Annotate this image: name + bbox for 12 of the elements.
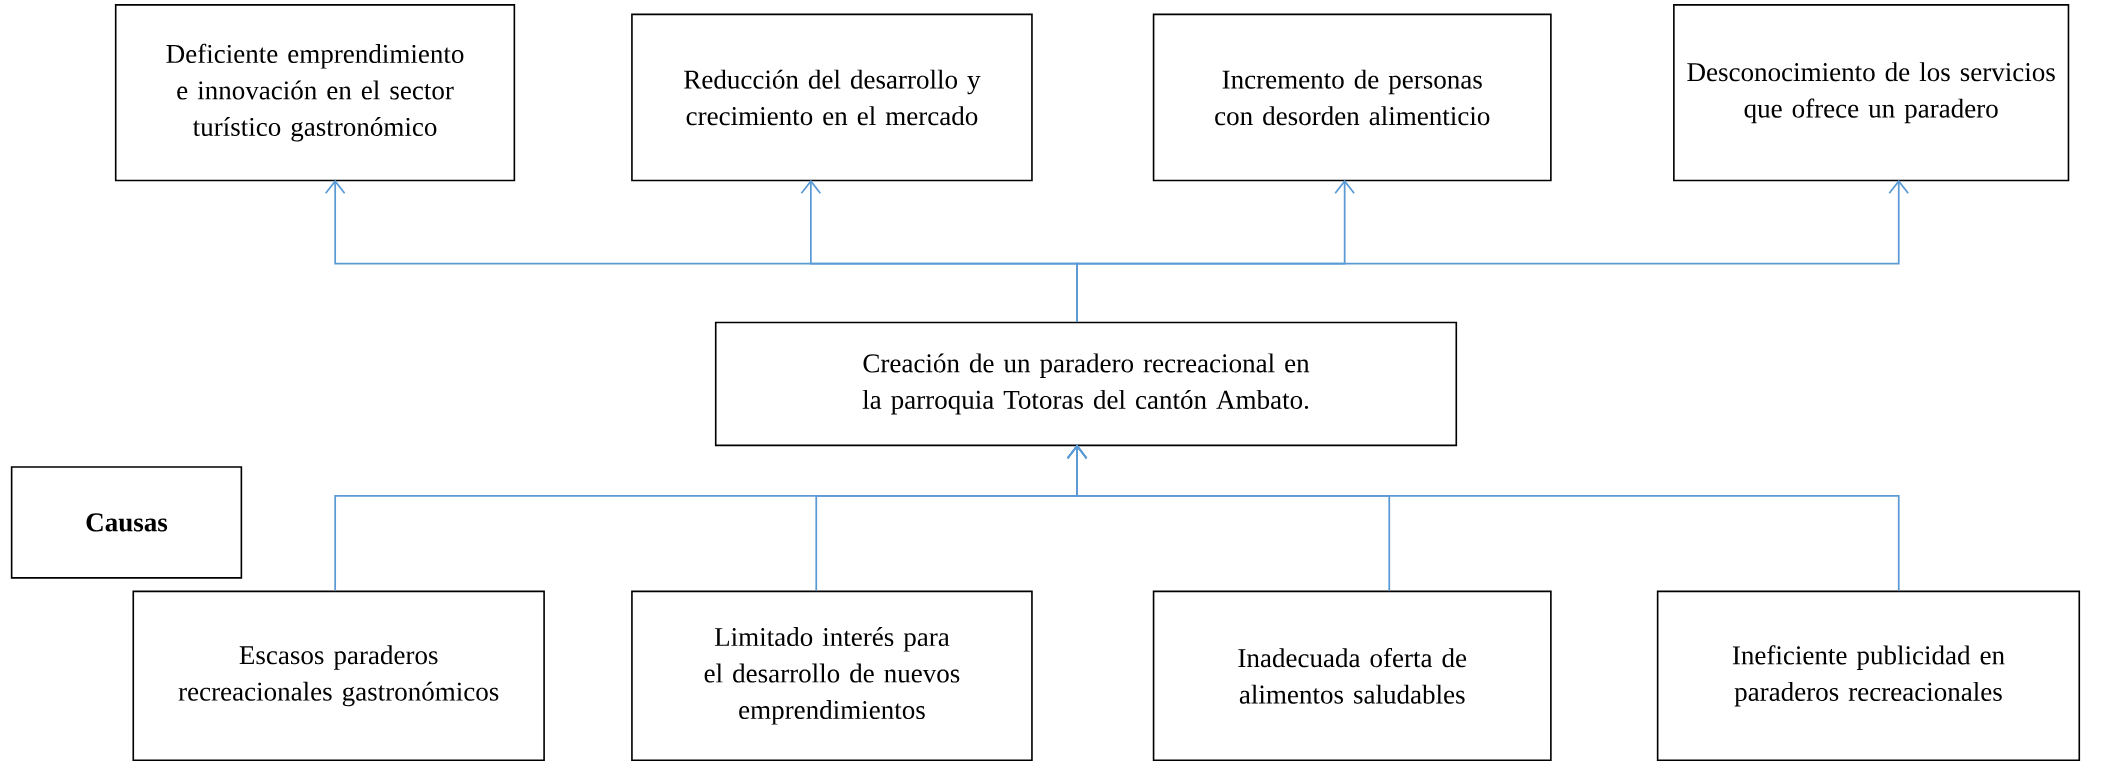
text-box: Escasos paraderos recreacionales gastronómicos <box>132 590 545 762</box>
arrow <box>1066 444 1900 592</box>
text-box: Inadecuada oferta de alimentos saludables <box>1152 590 1552 762</box>
text-box: Creación de un paradero recreacional en la parroquia Totoras del cantón Ambato. <box>714 321 1458 447</box>
text-box: Reducción del desarrollo y crecimiento en el mercado <box>631 13 1033 182</box>
text-box: Limitado interés para el desarrollo de nuevos emprendimientos <box>631 590 1033 762</box>
heading-box: Causas <box>10 466 243 579</box>
text-box: Desconocimiento de los servicios que ofrece un paradero <box>1673 4 2070 182</box>
arrow <box>1076 179 1910 323</box>
text-box: Ineficiente publicidad en paraderos recreacionales <box>1656 590 2081 762</box>
text-box: Deficiente emprendimiento e innovación en el sector turístico gastronómico <box>114 4 516 182</box>
text-box: Incremento de personas con desorden alimenticio <box>1152 13 1552 182</box>
